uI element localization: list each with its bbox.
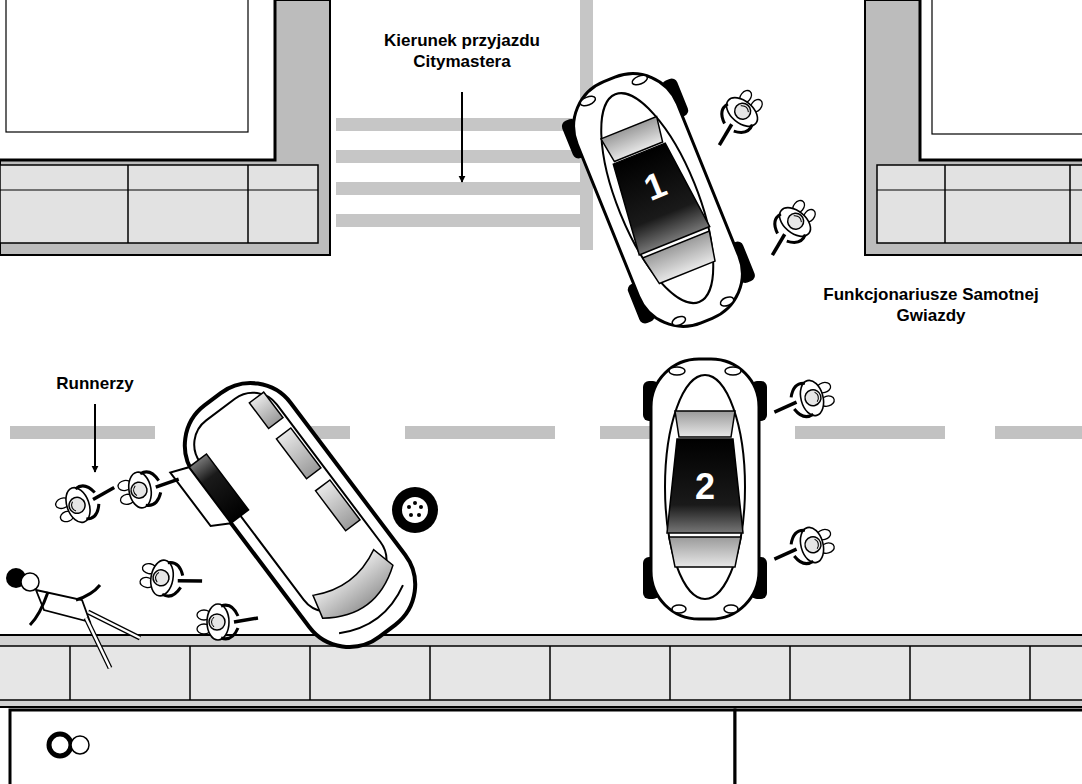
callout-number: 2 xyxy=(695,464,715,509)
officers xyxy=(702,84,836,572)
civilian-figure xyxy=(6,568,140,668)
building-bottom xyxy=(10,710,1082,784)
direction-caption: Kierunek przyjazdu Citymastera xyxy=(357,30,567,73)
officers-caption: Funkcjonariusze Samotnej Gwiazdy xyxy=(820,284,1042,327)
callout-number: 1 xyxy=(637,161,672,210)
building-top-right xyxy=(865,0,1082,255)
building-top-left xyxy=(0,0,330,255)
direction-arrow xyxy=(461,92,463,182)
center-line xyxy=(10,426,1082,439)
runners-caption: Runnerzy xyxy=(45,373,145,394)
van-wheel xyxy=(392,487,438,533)
van xyxy=(150,363,435,678)
police-car xyxy=(643,359,767,619)
leader-arrow xyxy=(94,404,96,472)
sidewalk-bottom xyxy=(0,635,1082,707)
crosswalk xyxy=(336,0,593,250)
